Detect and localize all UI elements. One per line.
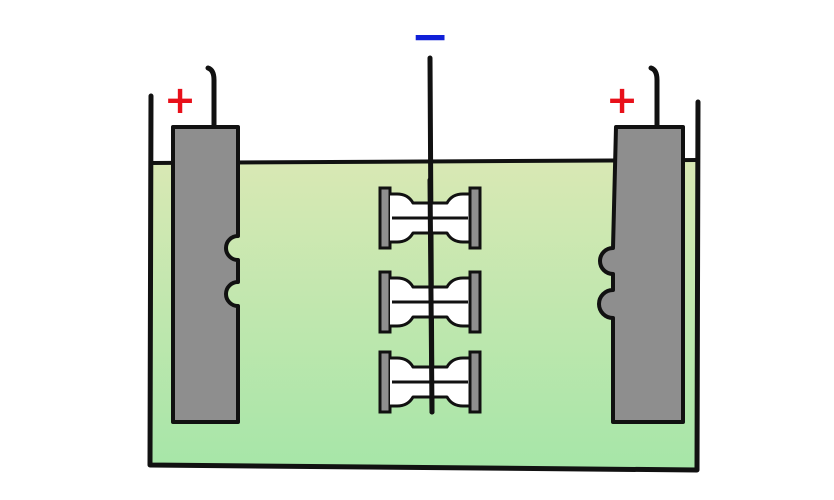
left-anode-erosion-bump [225,235,239,261]
left-anode [171,65,240,424]
left-anode-plus-sign: + [164,78,196,122]
workpiece-bottom-left-flange [378,350,392,414]
left-anode-lead-wire [205,65,217,131]
electrolyte-surface [149,158,698,165]
right-anode-plus-sign: + [606,78,638,122]
right-anode [597,65,685,424]
workpiece-top-left-flange [378,186,392,250]
cathode-rod-front [427,177,435,415]
right-anode-lead-wire [648,65,660,131]
tank-outline [147,93,701,473]
workpiece-middle-left-flange [378,270,392,334]
right-anode-plate [597,125,685,424]
left-anode-plate [171,125,240,424]
cathode-minus-sign: − [411,9,450,63]
